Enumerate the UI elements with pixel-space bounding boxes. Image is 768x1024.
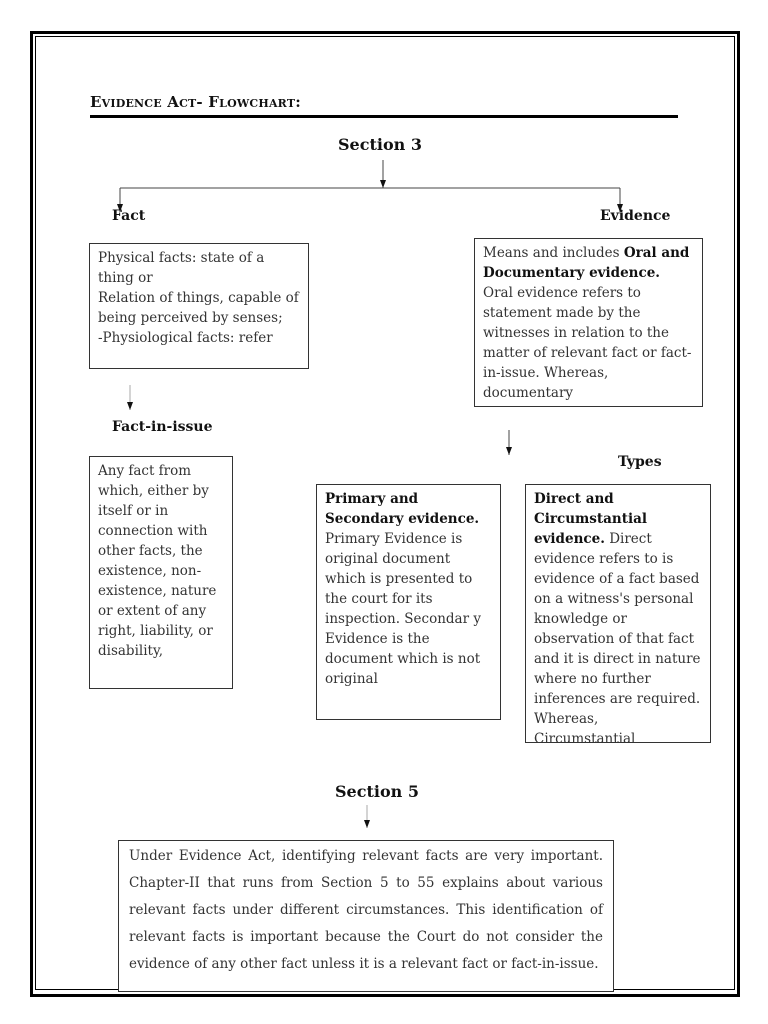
arrowhead [380, 180, 386, 188]
fact-label: Fact [112, 208, 146, 224]
section-5-heading: Section 5 [335, 782, 419, 801]
primary-secondary-box: Primary and Secondary evidence. Primary … [316, 484, 501, 720]
direct-text-post: Direct evidence refers to is evidence of… [534, 531, 701, 743]
primary-text-bold: Primary and Secondary evidence. [325, 491, 480, 527]
direct-text-bold: Direct and Circumstantial evidence. [534, 491, 647, 547]
page-border-outer [30, 31, 740, 997]
fact-description-box: Physical facts: state of a thing or Rela… [89, 243, 309, 369]
section-5-box: Under Evidence Act, identifying relevant… [118, 840, 614, 992]
section-3-heading: Section 3 [338, 135, 422, 154]
direct-circumstantial-box: Direct and Circumstantial evidence. Dire… [525, 484, 711, 743]
evidence-label: Evidence [600, 208, 671, 224]
types-label: Types [618, 454, 662, 470]
evidence-text-bold: Oral and Documentary evidence. [483, 245, 690, 281]
fact-in-issue-box: Any fact from which, either by itself or… [89, 456, 233, 689]
evidence-text-pre: Means and includes [483, 245, 624, 261]
fact-in-issue-label: Fact-in-issue [112, 419, 213, 435]
page-title: Evidence Act- Flowchart: [90, 93, 301, 111]
title-underline [90, 115, 678, 118]
evidence-text-post: Oral evidence refers to statement made b… [483, 285, 692, 401]
primary-text-post: Primary Evidence is original document wh… [325, 531, 481, 687]
evidence-description-box: Means and includes Oral and Documentary … [474, 238, 703, 407]
